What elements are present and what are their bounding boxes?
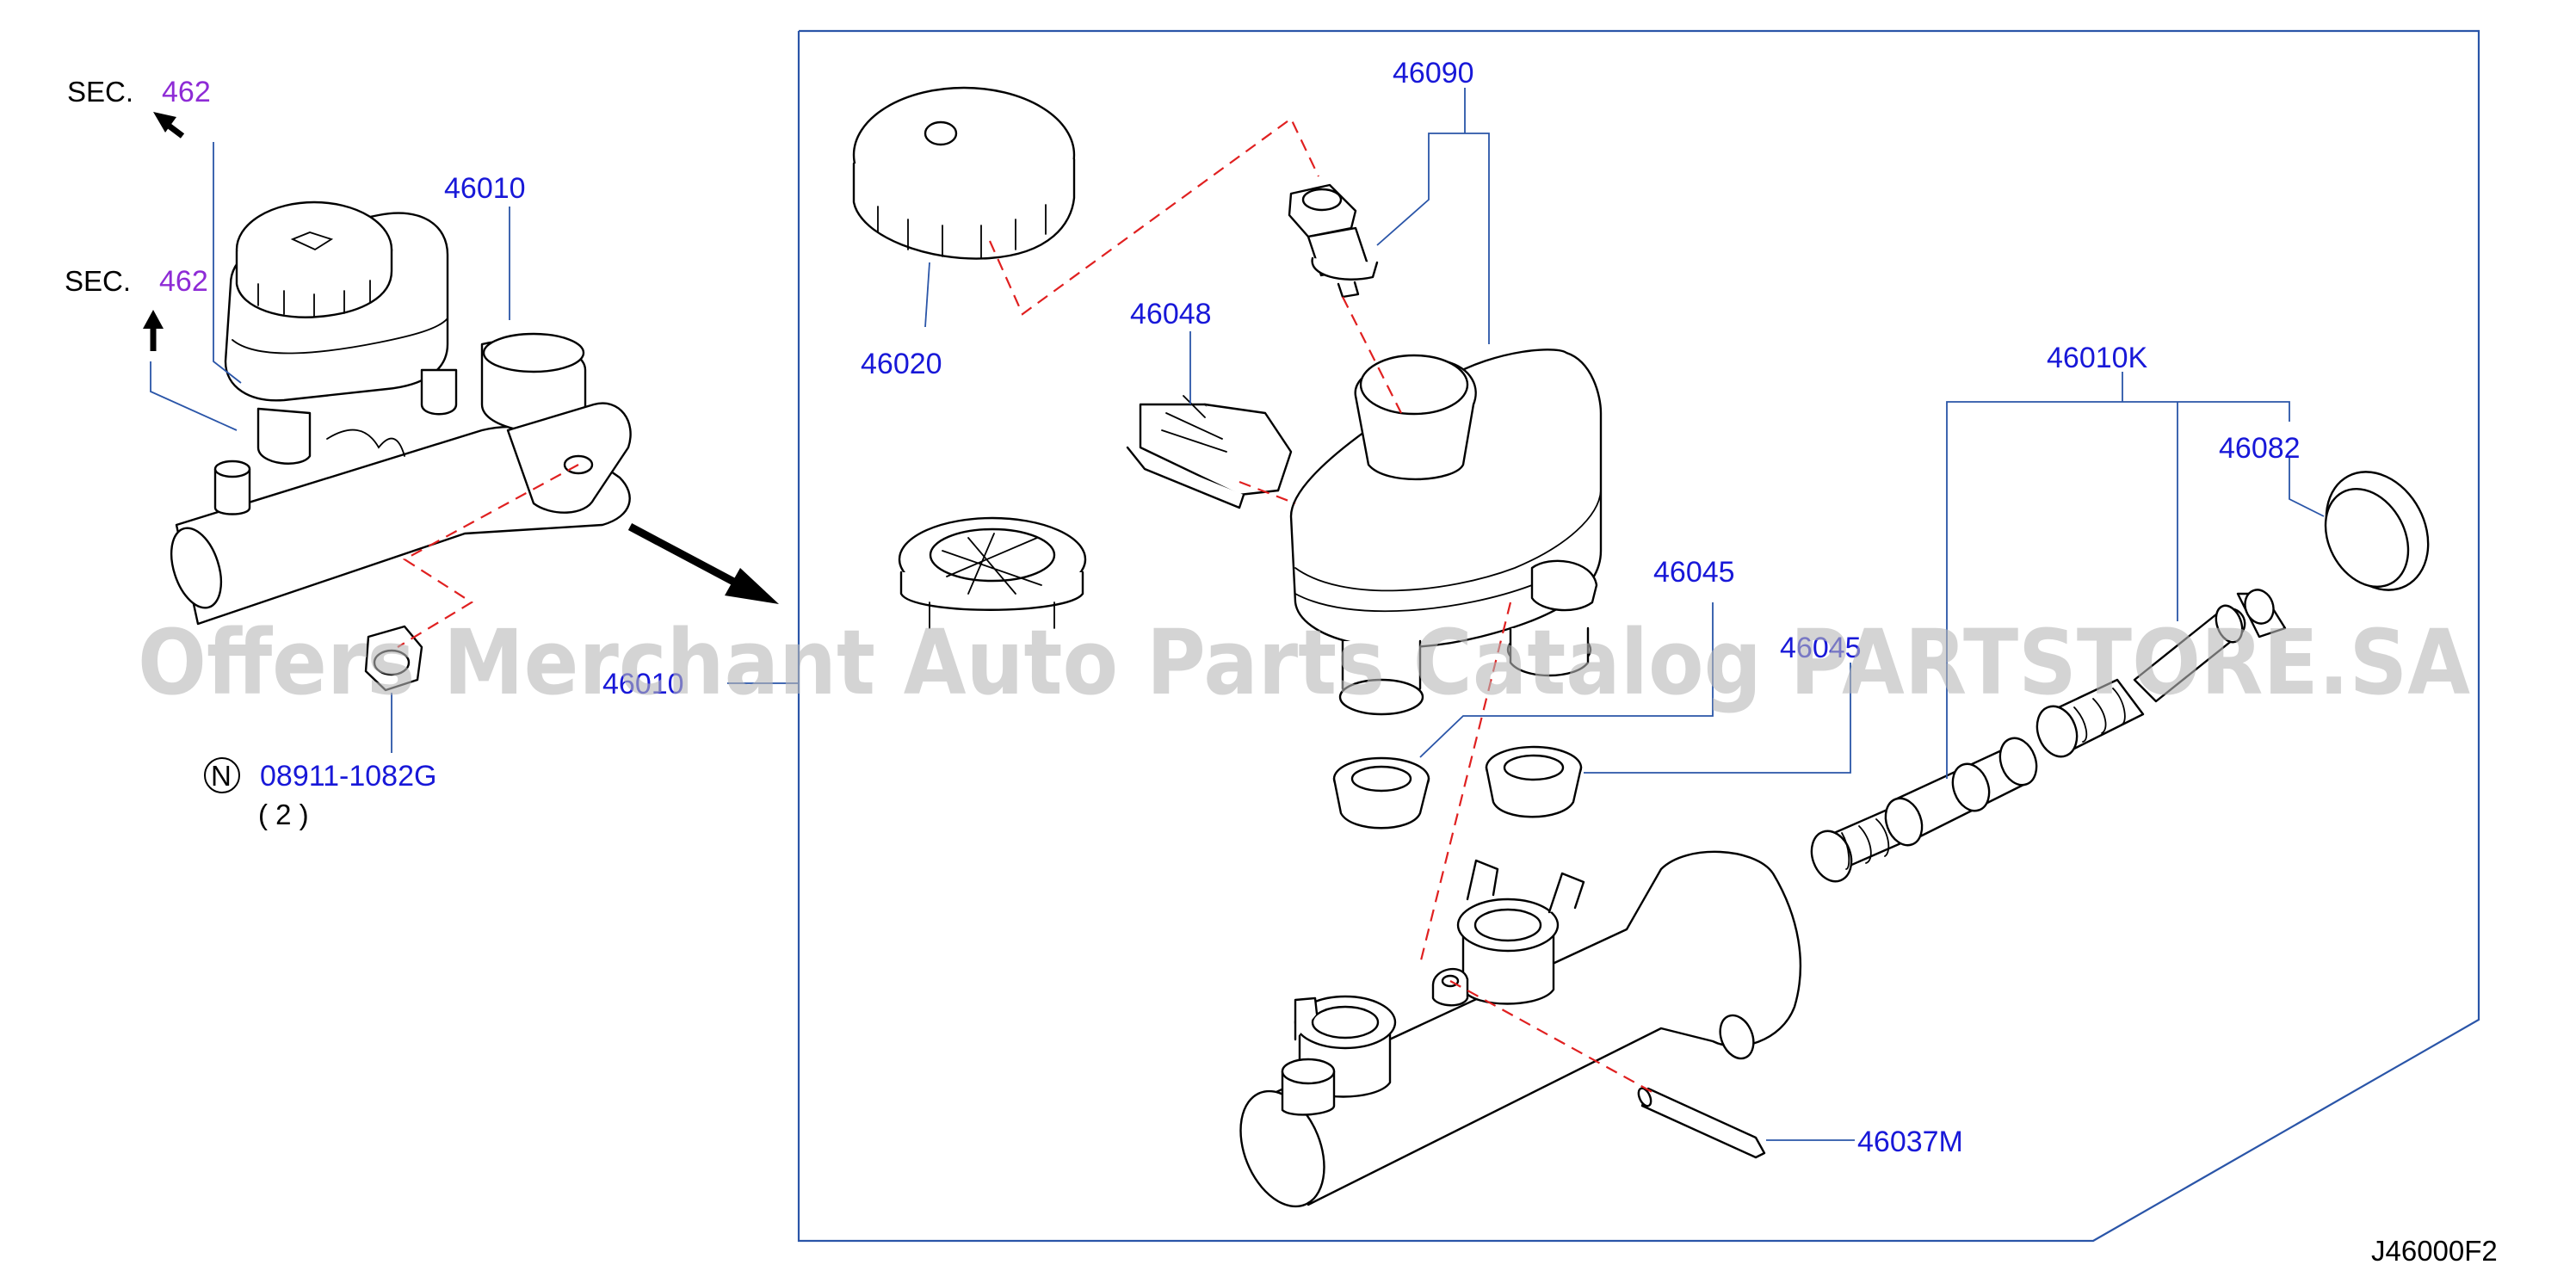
cylinder-body[interactable]	[1225, 850, 1802, 1219]
dash-cap-to-reservoir	[988, 117, 1319, 316]
bolt-symbol-circle	[204, 757, 240, 793]
reservoir-seal-left[interactable]	[1332, 756, 1430, 830]
label-46010K[interactable]: 46010K	[2047, 342, 2148, 374]
dash-left-bolt	[397, 464, 579, 648]
bolt-symbol: N	[211, 760, 232, 792]
label-46048[interactable]: 46048	[1130, 298, 1212, 330]
exploded-view-frame	[797, 29, 2480, 1243]
fluid-level-sensor[interactable]	[1126, 395, 1293, 509]
leader-46082	[2289, 456, 2325, 517]
label-46082[interactable]: 46082	[2219, 432, 2301, 465]
bolt-part-number[interactable]: 08911-1082G	[260, 760, 436, 793]
leader-46090	[1376, 88, 1490, 344]
reservoir-strainer[interactable]	[898, 516, 1087, 629]
stopper-pin[interactable]	[1636, 1086, 1766, 1159]
section-ref-number-top[interactable]: 462	[162, 76, 211, 108]
master-cylinder-assembly[interactable]	[162, 200, 632, 626]
reservoir-seal-right[interactable]	[1485, 745, 1583, 818]
label-46045-b[interactable]: 46045	[1780, 632, 1862, 664]
leader-sec-462-bottom	[150, 361, 238, 431]
mounting-nut[interactable]	[364, 625, 423, 692]
diagram-code: J46000F2	[2371, 1235, 2498, 1267]
leader-46010K	[1946, 372, 2290, 779]
leader-46045-b	[1584, 663, 1851, 774]
section-ref-prefix-bottom: SEC.	[65, 265, 131, 297]
leader-46020	[924, 262, 930, 328]
arrow-up-icon	[143, 310, 164, 351]
reservoir-connector[interactable]	[1288, 183, 1379, 299]
label-46010-mid[interactable]: 46010	[602, 668, 684, 700]
dash-sensor-to-reservoir	[1239, 480, 1296, 505]
label-46010-left[interactable]: 46010	[444, 172, 526, 205]
piston-cup[interactable]	[2307, 454, 2449, 608]
section-ref-number-bottom[interactable]: 462	[159, 265, 208, 298]
bolt-callout[interactable]: N 08911-1082G ( 2 )	[204, 757, 436, 830]
arrow-up-left-icon	[153, 112, 185, 139]
arrow-down-right-icon	[627, 523, 779, 604]
reservoir-cap[interactable]	[852, 86, 1076, 260]
label-46037M[interactable]: 46037M	[1857, 1126, 1963, 1158]
dash-connector-to-reservoir	[1342, 296, 1402, 414]
label-46020[interactable]: 46020	[861, 348, 942, 380]
dash-reservoir-to-body	[1418, 601, 1512, 965]
piston-kit[interactable]	[1805, 586, 2287, 887]
section-ref-prefix-top: SEC.	[67, 76, 133, 108]
leader-sec-462-top	[213, 142, 242, 384]
bolt-quantity: ( 2 )	[258, 799, 309, 830]
watermark-text: Offers Merchant Auto Parts Catalog PARTS…	[138, 610, 2470, 715]
label-46045-a[interactable]: 46045	[1653, 556, 1735, 589]
label-46090[interactable]: 46090	[1393, 57, 1474, 89]
leader-46045-a	[1419, 602, 1714, 758]
